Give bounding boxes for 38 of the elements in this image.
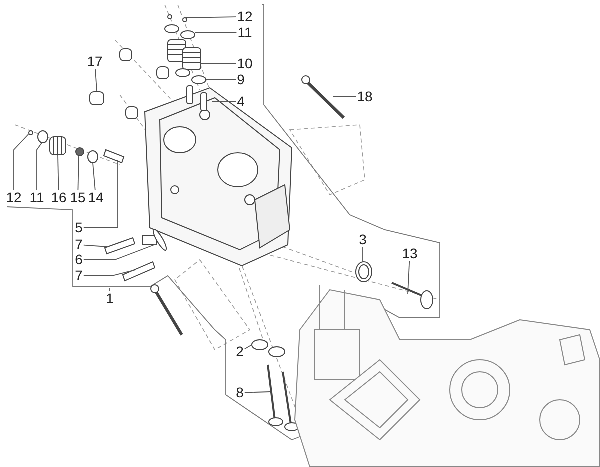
callout-number: 14 — [87, 190, 105, 206]
callout-number: 3 — [358, 232, 368, 248]
leader-line — [408, 261, 410, 294]
leader-line — [362, 247, 364, 262]
leader-line — [36, 142, 42, 191]
callout-number: 15 — [69, 190, 87, 206]
leader-line — [83, 244, 108, 248]
callout-number: 6 — [74, 252, 84, 268]
leader-line — [92, 162, 96, 191]
callout-number: 7 — [74, 238, 84, 252]
callout-number: 12 — [5, 190, 23, 206]
callout-number: 17 — [86, 54, 104, 70]
callout-number: 4 — [236, 94, 246, 110]
leader-line — [78, 156, 80, 191]
callout-number: 2 — [235, 344, 245, 360]
leader-line — [184, 16, 237, 18]
callout-number: 13 — [401, 246, 419, 262]
callout-number: 12 — [236, 10, 254, 24]
callout-number: 18 — [356, 90, 374, 104]
leader-line — [194, 32, 238, 34]
leader-line — [332, 96, 357, 98]
callout-number: 11 — [236, 26, 254, 40]
leader-line — [244, 344, 252, 350]
leader-line — [83, 244, 158, 260]
callout-number: 10 — [236, 56, 254, 72]
callout-number: 11 — [28, 190, 46, 206]
leader-line — [244, 392, 270, 394]
leader-line — [58, 154, 60, 191]
callout-number: 8 — [235, 386, 245, 400]
leader-line — [95, 69, 98, 92]
leader-line — [83, 160, 118, 228]
leader-line — [83, 270, 136, 276]
callout-number: 16 — [50, 190, 68, 206]
leader-line — [14, 134, 30, 191]
callout-number: 1 — [105, 292, 115, 306]
callout-number: 7 — [74, 268, 84, 284]
callout-number: 5 — [74, 220, 84, 236]
callout-number: 9 — [236, 72, 246, 88]
